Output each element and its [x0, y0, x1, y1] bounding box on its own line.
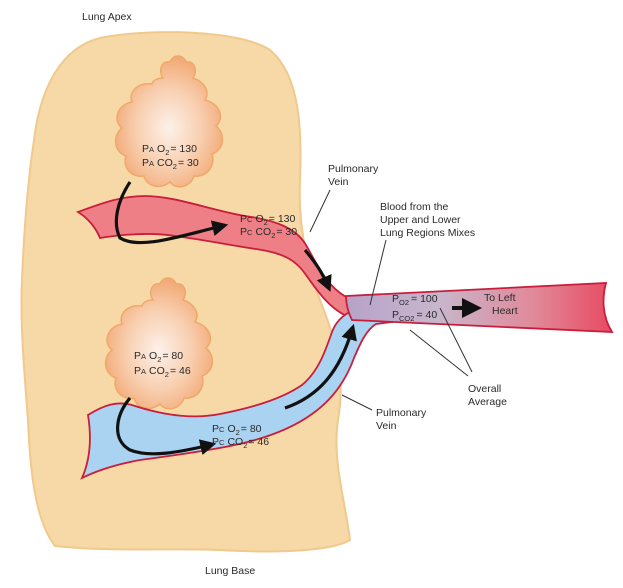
to-left-heart-line2: Heart — [492, 305, 518, 317]
lower-pulmonary-vessel — [80, 305, 393, 480]
lung-apex-label: Lung Apex — [82, 11, 132, 23]
lower-vein-label-line2: Vein — [376, 420, 397, 432]
leader-overall-pco2 — [409, 329, 469, 377]
flow-arrow-upper — [114, 181, 229, 245]
mix-label-line3: Lung Regions Mixes — [380, 227, 475, 239]
upper-vein-label-line1: Pulmonary — [328, 163, 379, 175]
mixed-pco2: PCO2= 40 — [392, 309, 437, 323]
upper-pulmonary-vessel — [75, 195, 393, 323]
lower-vein-label-line1: Pulmonary — [376, 407, 427, 419]
flow-arrow-lower — [116, 396, 217, 456]
lower-alveolus — [104, 277, 214, 410]
flow-arrow-upper-vessel — [303, 248, 332, 292]
overall-average-line1: Overall — [468, 383, 501, 395]
flow-arrow-lower-vessel — [284, 323, 357, 410]
overall-average-line2: Average — [468, 396, 507, 408]
mix-label-line1: Blood from the — [380, 201, 448, 213]
leader-lower-vein — [341, 394, 373, 411]
lung-base-label: Lung Base — [205, 565, 255, 577]
mix-label-line2: Upper and Lower — [380, 214, 461, 226]
upper-vein-label-line2: Vein — [328, 176, 349, 188]
leader-mix — [369, 239, 387, 306]
to-left-heart-line1: To Left — [484, 292, 516, 304]
leader-overall-po2 — [439, 307, 473, 373]
upper-alveolus — [114, 55, 224, 188]
mixed-po2: PO2= 100 — [392, 293, 438, 307]
mixed-pulmonary-vessel — [345, 282, 614, 333]
leader-upper-vein — [309, 189, 331, 233]
